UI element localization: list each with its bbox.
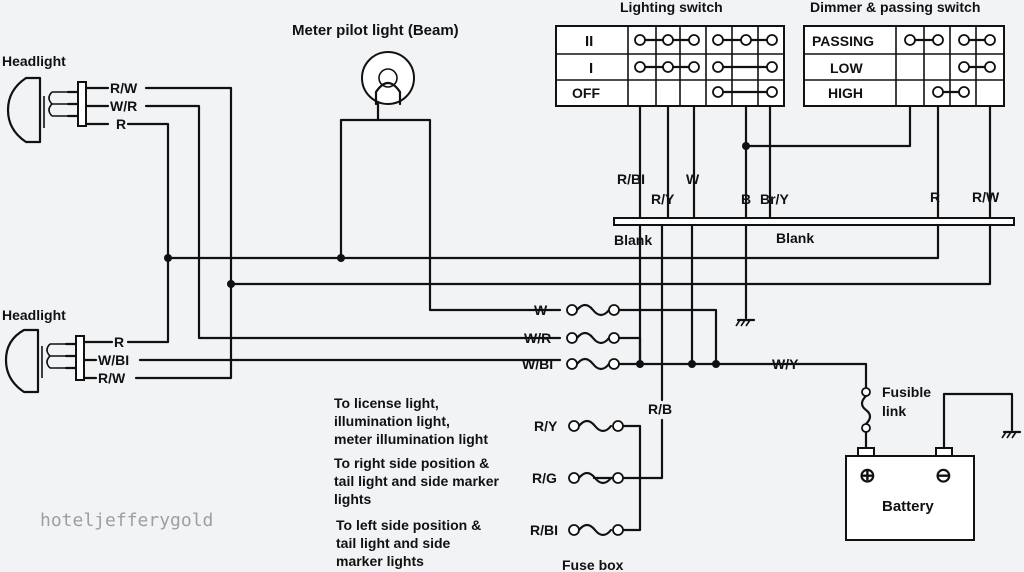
- fuse-row-lower: [568, 419, 642, 537]
- connector-bar: [613, 217, 1015, 226]
- wire-label-fuse-w: W: [534, 302, 548, 318]
- bar-leads: [592, 223, 748, 480]
- meter-pilot-label: Meter pilot light (Beam): [292, 22, 459, 39]
- wire-label-sw-ry: R/Y: [651, 191, 675, 207]
- note-left-3: marker lights: [336, 553, 424, 569]
- wire-label-bot-rw: R/W: [98, 370, 126, 386]
- note-left-2: tail light and side: [336, 535, 451, 551]
- headlight-top-leads: [84, 86, 110, 126]
- junction-dots: [164, 142, 750, 368]
- wire-label-top-rw: R/W: [110, 80, 138, 96]
- note-right-3: lights: [334, 491, 372, 507]
- headlight-top: [6, 76, 87, 144]
- wire-label-sw-w: W: [686, 171, 700, 187]
- fusible-label-2: link: [882, 403, 906, 419]
- wire-label-fuse-rbl: R/BI: [530, 522, 558, 538]
- wire-label-fuse-wbl: W/BI: [522, 356, 553, 372]
- watermark: hoteljefferygold: [40, 510, 213, 531]
- lighting-row-off: OFF: [572, 85, 600, 101]
- note-left-1: To left side position &: [336, 517, 481, 533]
- headlight-top-label: Headlight: [2, 53, 66, 69]
- ground-symbol-b: [735, 318, 756, 327]
- note-right-2: tail light and side marker: [334, 473, 499, 489]
- lighting-row-ii: II: [585, 33, 593, 50]
- note-right-1: To right side position &: [334, 455, 489, 471]
- wire-label-bot-wbl: W/BI: [98, 352, 129, 368]
- blank-left-label: Blank: [614, 232, 652, 248]
- wire-label-sw-b: B: [741, 191, 751, 207]
- wire-label-sw-rw: R/W: [972, 189, 1000, 205]
- dimmer-row-high: HIGH: [828, 85, 863, 101]
- ground-symbol-battery: [1001, 430, 1022, 439]
- note-license-3: meter illumination light: [334, 431, 488, 447]
- dimmer-row-low: LOW: [830, 60, 863, 76]
- battery: [845, 392, 1014, 541]
- wire-label-top-r: R: [116, 116, 126, 132]
- wire-label-fuse-rg: R/G: [532, 470, 557, 486]
- fuse-row-main: [566, 303, 868, 390]
- battery-label: Battery: [882, 498, 934, 515]
- dimmer-switch: [803, 25, 1005, 107]
- lighting-switch: [555, 25, 785, 107]
- wire-label-fuse-wr: W/R: [524, 330, 551, 346]
- note-license-2: illumination light,: [334, 413, 450, 429]
- fuse-box-label: Fuse box: [562, 557, 624, 572]
- dimmer-row-passing: PASSING: [812, 33, 874, 49]
- headlight-bottom-leads: [82, 340, 114, 380]
- dimmer-switch-label: Dimmer & passing switch: [810, 0, 980, 15]
- blank-right-label: Blank: [776, 230, 814, 246]
- headlight-bottom: [4, 328, 85, 394]
- lighting-switch-leads: [638, 104, 912, 220]
- wire-label-sw-r: R: [930, 189, 940, 205]
- wire-label-wy: W/Y: [772, 356, 799, 372]
- wire-label-top-wr: W/R: [110, 98, 137, 114]
- wire-label-bot-r: R: [114, 334, 124, 350]
- meter-pilot-lamp: [361, 51, 415, 106]
- wire-label-rb: R/B: [648, 401, 672, 417]
- fusible-link: [860, 387, 872, 450]
- wire-label-sw-bry: Br/Y: [760, 191, 789, 207]
- dimmer-switch-leads: [936, 104, 992, 202]
- lighting-switch-label: Lighting switch: [620, 0, 723, 15]
- headlight-bottom-label: Headlight: [2, 307, 66, 323]
- wire-label-fuse-ry: R/Y: [534, 418, 558, 434]
- battery-minus: ⊖: [935, 465, 952, 487]
- main-wires: [126, 86, 992, 380]
- fusible-label-1: Fusible: [882, 384, 931, 400]
- battery-plus: ⊕: [859, 465, 876, 487]
- lighting-row-i: I: [589, 60, 593, 77]
- wire-label-sw-rbl: R/BI: [617, 171, 645, 187]
- note-license-1: To license light,: [334, 395, 439, 411]
